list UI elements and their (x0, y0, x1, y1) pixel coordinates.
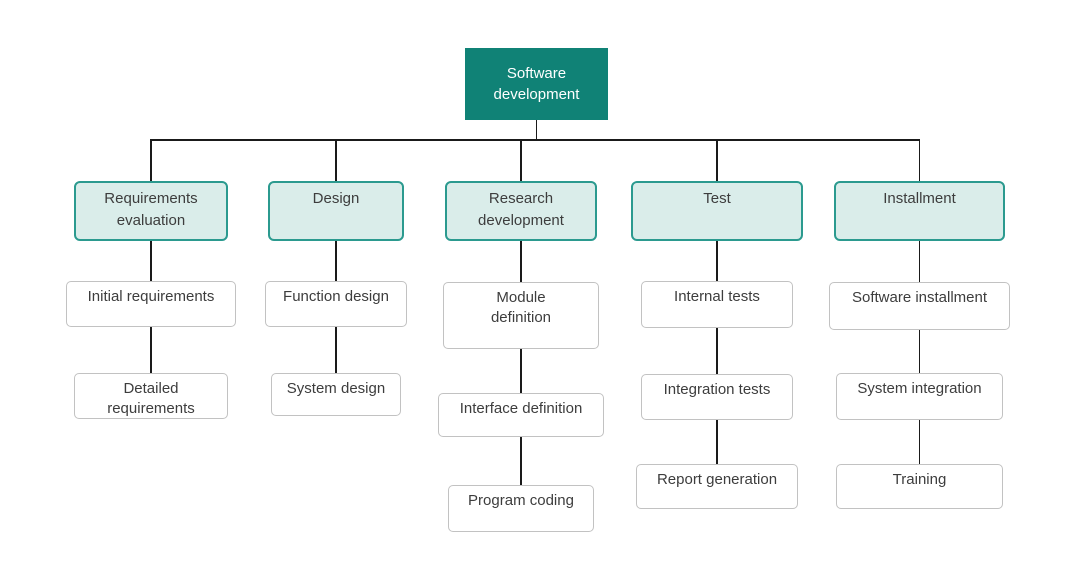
node-initial-requirements: Initial requirements (66, 281, 236, 327)
node-requirements-evaluation: Requirements evaluation (74, 181, 228, 241)
node-research-development: Research development (445, 181, 597, 241)
connector-line (150, 327, 152, 373)
node-interface-definition: Interface definition (438, 393, 604, 437)
node-system-integration: System integration (836, 373, 1003, 420)
connector-line (918, 330, 921, 373)
node-system-design: System design (271, 373, 401, 416)
connector-line (520, 437, 522, 485)
node-software-installment: Software installment (829, 282, 1010, 330)
connector-line (150, 241, 152, 281)
connector-line (716, 420, 718, 464)
connector-line (335, 241, 337, 281)
node-function-design: Function design (265, 281, 407, 327)
connector-line (535, 119, 538, 140)
connector-line (335, 139, 337, 181)
node-design: Design (268, 181, 404, 241)
node-program-coding: Program coding (448, 485, 594, 532)
connector-line (520, 139, 522, 181)
connector-line (150, 139, 152, 181)
node-test: Test (631, 181, 803, 241)
connector-line (716, 139, 718, 181)
connector-line (716, 241, 718, 281)
connector-line (918, 241, 921, 282)
node-training: Training (836, 464, 1003, 509)
node-integration-tests: Integration tests (641, 374, 793, 420)
connector-line (150, 139, 920, 141)
connector-line (918, 420, 921, 464)
connector-line (716, 328, 718, 374)
node-report-generation: Report generation (636, 464, 798, 509)
connector-line (520, 349, 522, 393)
node-detailed-requirements: Detailed requirements (74, 373, 228, 419)
connector-line (335, 327, 337, 373)
connector-line (520, 241, 522, 282)
node-software-development: Software development (465, 48, 608, 120)
node-installment: Installment (834, 181, 1005, 241)
connector-line (918, 139, 921, 181)
node-internal-tests: Internal tests (641, 281, 793, 328)
node-module-definition: Module definition (443, 282, 599, 349)
